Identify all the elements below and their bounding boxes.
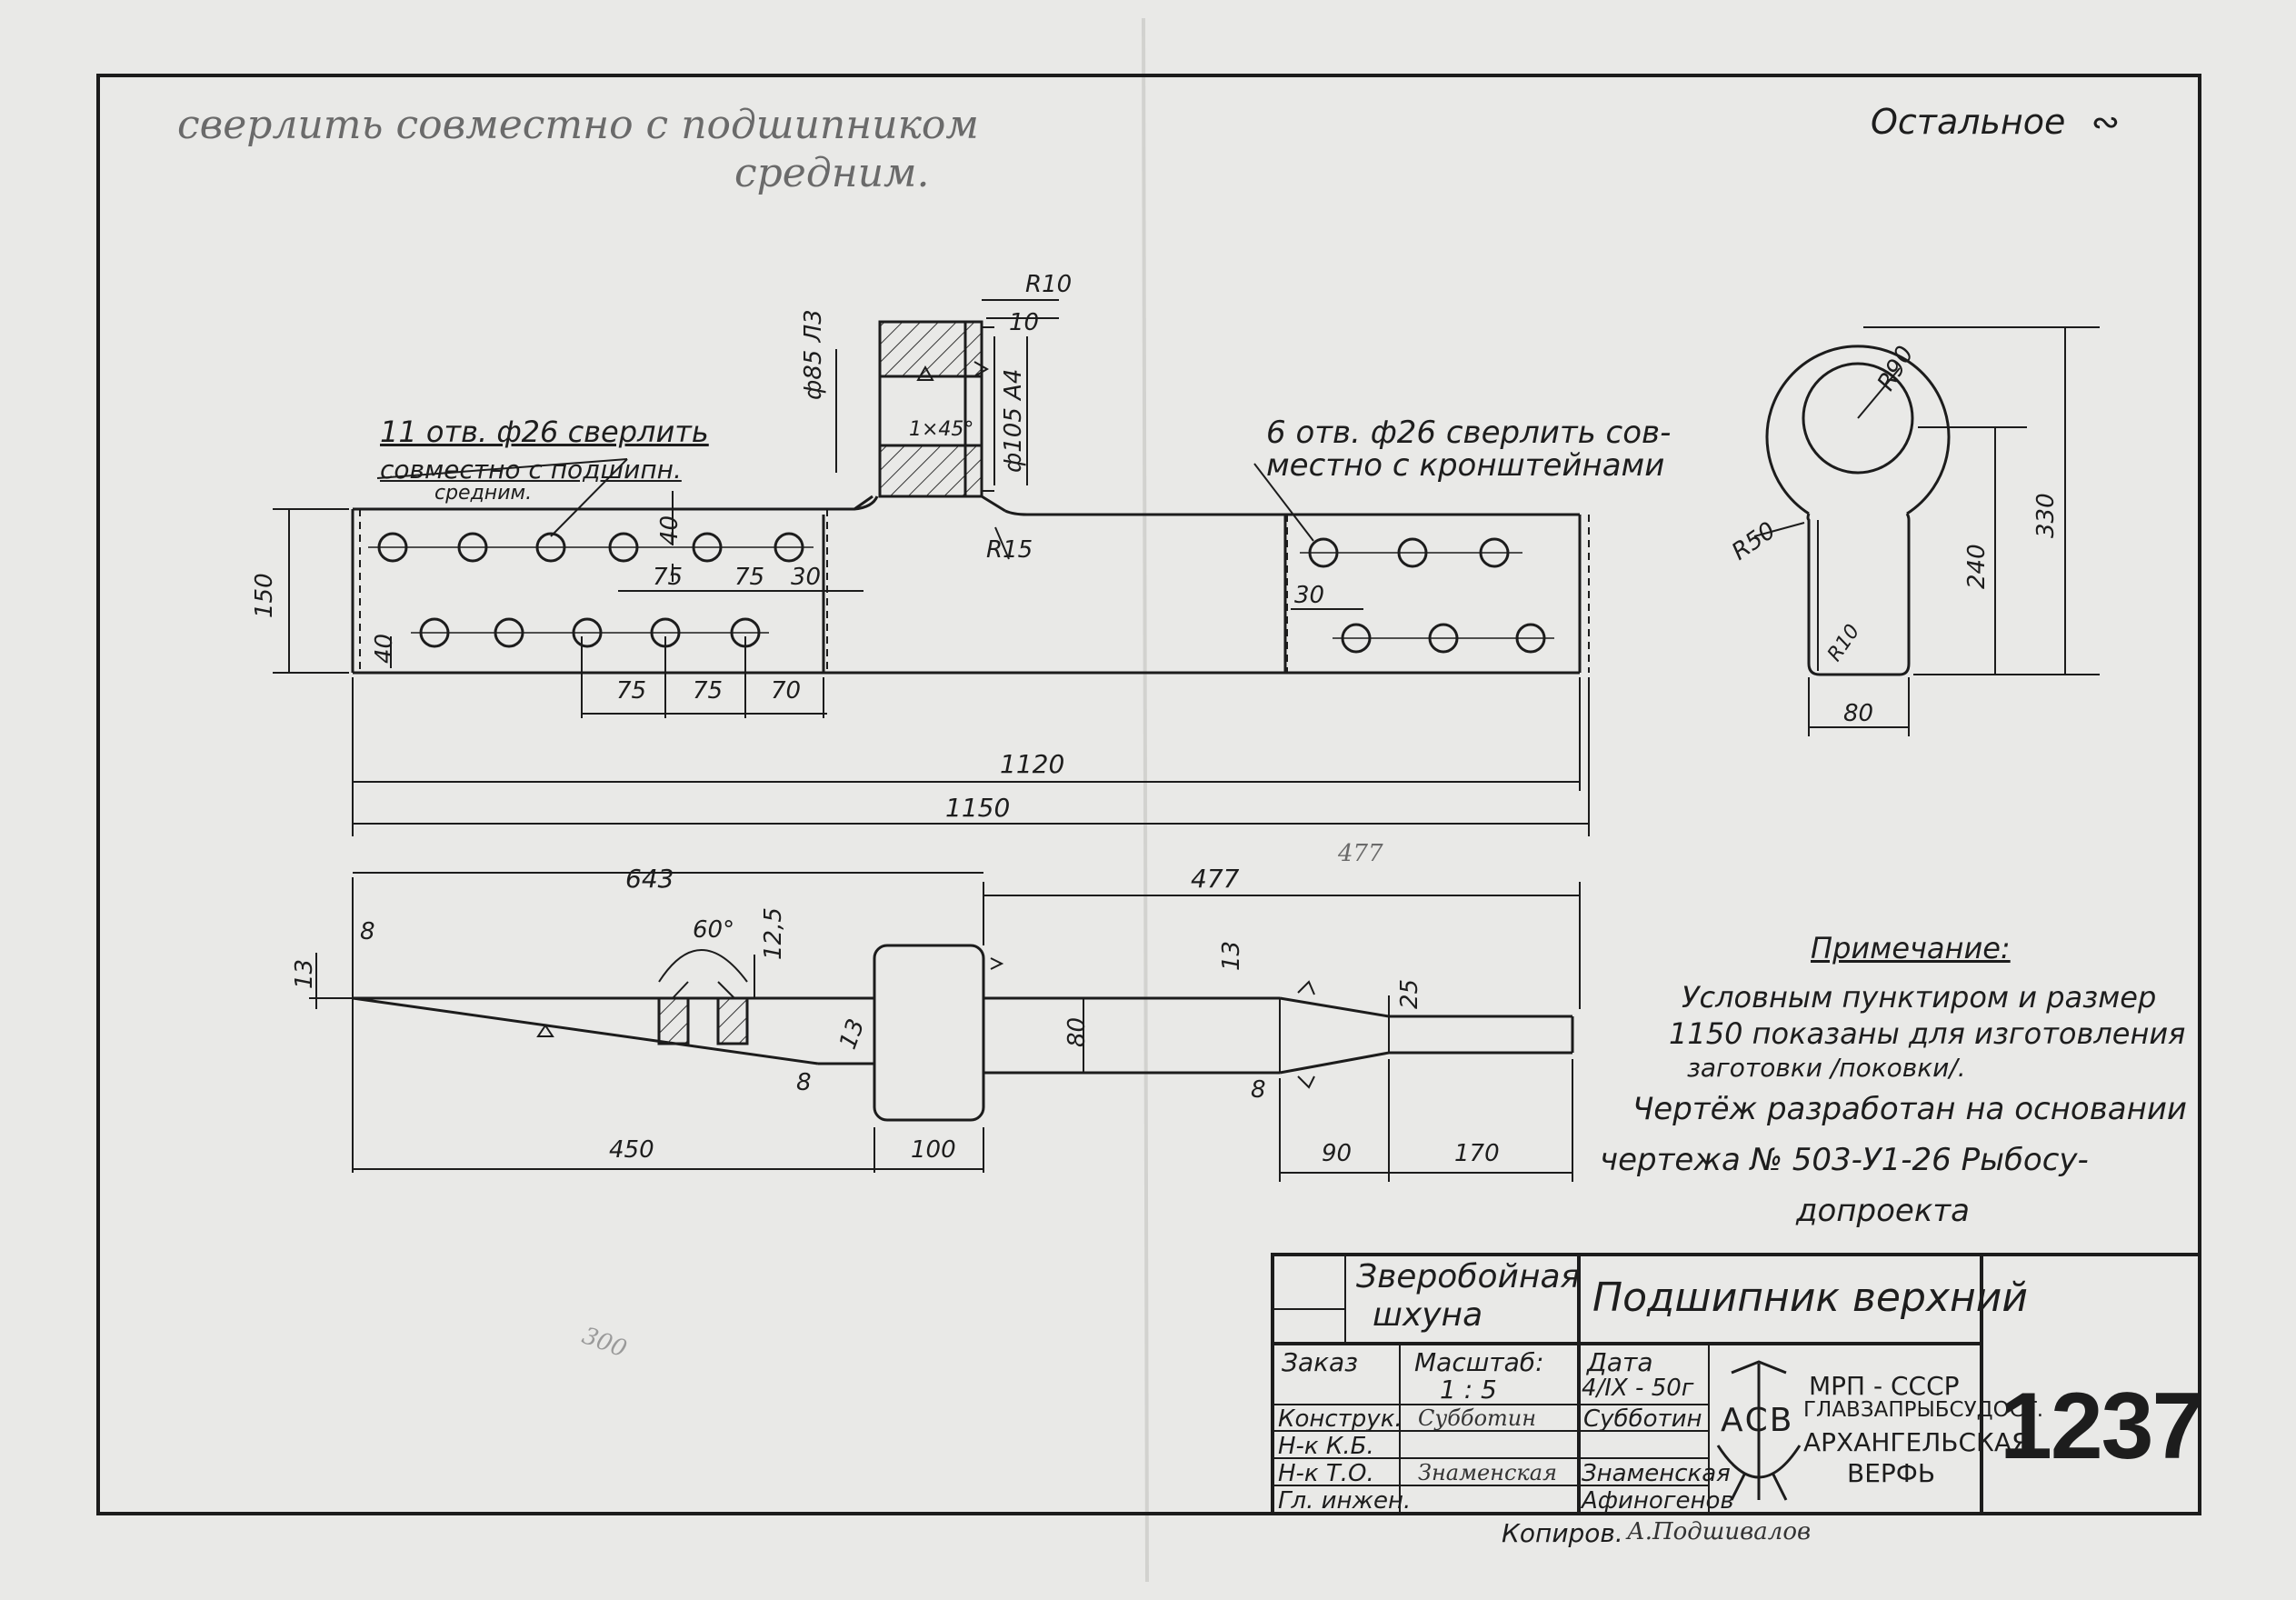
dim-1150: 1150 bbox=[945, 793, 1011, 823]
right-holes-callout-line1: 6 отв. ф26 сверлить сов- bbox=[1266, 415, 1672, 451]
dim-170: 170 bbox=[1454, 1140, 1500, 1167]
bar-plan-view bbox=[351, 495, 1590, 675]
countersunk-hole-section bbox=[657, 981, 749, 1045]
surface-finish-label: Остальное ∾ bbox=[1871, 102, 2120, 142]
dim-13-a: 13 bbox=[291, 958, 318, 989]
dim-75-a: 75 bbox=[653, 564, 684, 591]
signature-to: Знаменская bbox=[1418, 1460, 1557, 1485]
row-designer: Конструк. bbox=[1278, 1405, 1403, 1433]
right-holes-callout-line2: местно с кронштейнами bbox=[1266, 447, 1665, 484]
dim-25: 25 bbox=[1396, 978, 1423, 1009]
dim-8-a: 8 bbox=[360, 918, 375, 945]
bearing-cross-section bbox=[835, 299, 1059, 560]
notes-line3: заготовки /поковки/. bbox=[1687, 1053, 1966, 1083]
shipyard-logo bbox=[1716, 1360, 1802, 1501]
surface-finish-text: Остальное bbox=[1871, 102, 2066, 142]
bolt-holes-right bbox=[1308, 537, 1546, 654]
scale-label: Масштаб: bbox=[1414, 1347, 1544, 1377]
dim-90: 90 bbox=[1322, 1140, 1353, 1167]
notes-line2: 1150 показаны для изготовления bbox=[1669, 1016, 2186, 1051]
dim-80-side: 80 bbox=[1063, 1016, 1091, 1047]
left-holes-callout-line1: 11 отв. ф26 сверлить bbox=[380, 415, 709, 449]
dim-8-b: 8 bbox=[796, 1069, 812, 1096]
hole-centerlines bbox=[368, 546, 1554, 639]
name-chief: Афиногенов bbox=[1582, 1487, 1734, 1515]
left-holes-callout-line2: совместно с подшипн. bbox=[380, 455, 682, 485]
name-designer: Субботин bbox=[1583, 1405, 1702, 1433]
callout-leaders bbox=[376, 458, 1314, 542]
dim-75-d: 75 bbox=[693, 677, 724, 705]
handwritten-drill-note-line1: сверлить совместно с подшипником bbox=[177, 102, 979, 148]
dim-40-b: 40 bbox=[371, 633, 398, 664]
handwritten-drill-note-line2: средним. bbox=[734, 150, 930, 196]
dim-643: 643 bbox=[625, 864, 674, 894]
row-chief: Гл. инжен. bbox=[1278, 1487, 1412, 1515]
dimension-lines-side bbox=[309, 872, 1581, 1182]
eye-end-view bbox=[1765, 345, 1951, 676]
dim-40-a: 40 bbox=[656, 515, 684, 545]
paper-fold bbox=[1142, 17, 1149, 1583]
dim-r15: R15 bbox=[986, 536, 1033, 564]
surface-finish-marks bbox=[536, 361, 1315, 1089]
dim-80-eye: 80 bbox=[1843, 700, 1874, 727]
dim-30-a: 30 bbox=[791, 564, 822, 591]
date-value: 4/IX - 50г bbox=[1582, 1375, 1694, 1402]
vessel-type-line1: Зверобойная bbox=[1356, 1258, 1581, 1295]
part-name: Подшипник верхний bbox=[1592, 1275, 2028, 1321]
dim-75-c: 75 bbox=[616, 677, 647, 705]
dim-477: 477 bbox=[1191, 864, 1240, 894]
dim-angle-60: 60° bbox=[693, 916, 735, 944]
dim-chamfer: 1×45° bbox=[909, 418, 974, 441]
org-line2: ГЛАВЗАПРЫБСУДОСТ. bbox=[1803, 1398, 2044, 1422]
notes-line4: Чертёж разработан на основании bbox=[1632, 1091, 2188, 1127]
dim-70: 70 bbox=[771, 677, 802, 705]
dim-30-b: 30 bbox=[1294, 582, 1325, 609]
dim-13-c: 13 bbox=[1218, 940, 1245, 971]
drawing-frame bbox=[96, 74, 2201, 1515]
org-line3: АРХАНГЕЛЬСКАЯ bbox=[1803, 1427, 2030, 1457]
notes-heading: Примечание: bbox=[1811, 931, 2011, 965]
dim-12-5: 12,5 bbox=[760, 907, 787, 960]
dim-10: 10 bbox=[1009, 309, 1040, 336]
dim-1120: 1120 bbox=[1000, 749, 1065, 779]
dim-d105: ф105 А4 bbox=[1000, 368, 1027, 473]
order-label: Заказ bbox=[1282, 1347, 1359, 1377]
notes-line5: чертежа № 503-У1-26 Рыбосу- bbox=[1600, 1142, 2089, 1178]
date-label: Дата bbox=[1587, 1347, 1653, 1377]
row-head-to: Н-к Т.О. bbox=[1278, 1460, 1374, 1487]
logo-letters: АСВ bbox=[1721, 1402, 1794, 1439]
dim-150: 150 bbox=[251, 573, 278, 618]
org-line1: МРП - СССР bbox=[1809, 1371, 1960, 1401]
surface-finish-symbol-icon: ∾ bbox=[2091, 102, 2121, 142]
dim-450: 450 bbox=[609, 1136, 654, 1164]
signature-designer: Субботин bbox=[1418, 1405, 1537, 1431]
dim-d85: ф85 Л3 bbox=[800, 309, 827, 400]
scale-value: 1 : 5 bbox=[1440, 1375, 1497, 1405]
copy-signature: А.Подшивалов bbox=[1627, 1518, 1812, 1545]
title-block-grid bbox=[1271, 1253, 2201, 1515]
eye-dimension-lines bbox=[1753, 326, 2100, 736]
dim-100: 100 bbox=[911, 1136, 956, 1164]
drawing-number: 1237 bbox=[2000, 1374, 2204, 1479]
org-line4: ВЕРФЬ bbox=[1847, 1458, 1936, 1488]
dim-240: 240 bbox=[1963, 544, 1991, 589]
dim-75-b: 75 bbox=[734, 564, 765, 591]
dimension-lines-top bbox=[273, 491, 1590, 836]
vessel-type-line2: шхуна bbox=[1373, 1296, 1483, 1334]
notes-line6: допроекта bbox=[1796, 1193, 1971, 1229]
copy-label: Копиров. bbox=[1502, 1518, 1623, 1548]
dim-r10-top: R10 bbox=[1025, 271, 1073, 298]
notes-line1: Условным пунктиром и размер bbox=[1682, 980, 2157, 1015]
faint-dim-477: 477 bbox=[1338, 840, 1383, 867]
dim-8-c: 8 bbox=[1251, 1076, 1266, 1104]
dim-330: 330 bbox=[2032, 493, 2060, 538]
bar-side-view bbox=[352, 944, 1574, 1122]
left-holes-callout-line3: средним. bbox=[434, 482, 533, 505]
row-head-kb: Н-к К.Б. bbox=[1278, 1433, 1374, 1460]
name-to: Знаменская bbox=[1582, 1460, 1731, 1487]
